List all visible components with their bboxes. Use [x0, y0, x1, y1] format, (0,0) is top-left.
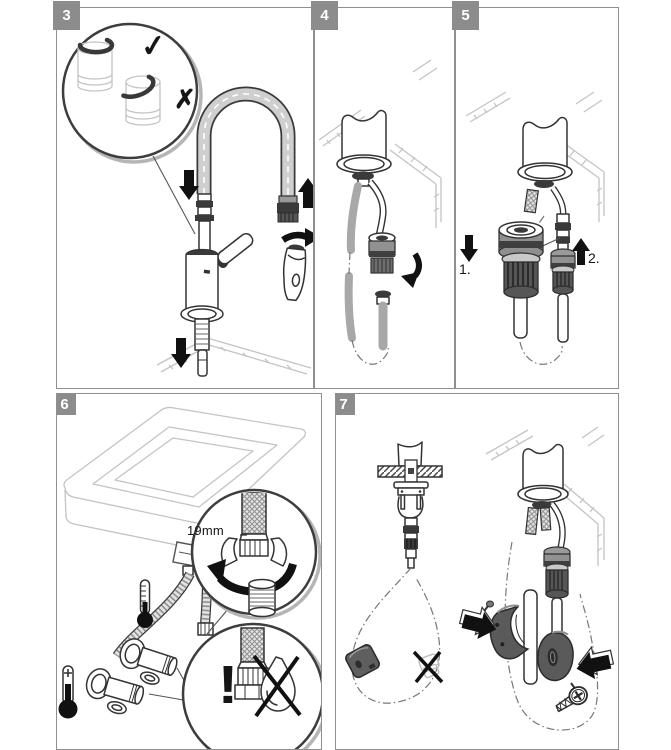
press-arrow-left-icon: [576, 645, 615, 680]
cylinder-wrong: [121, 74, 161, 126]
retaining-ring-correct: [77, 37, 115, 55]
step-number-badge: 4: [311, 1, 338, 30]
down-arrow-icon: [171, 338, 191, 368]
step5-drawing: [460, 91, 605, 365]
cross-out-lines: [252, 654, 302, 718]
wrench-jaw: [220, 537, 238, 567]
step-panel-6: 6 19mm !: [56, 393, 322, 750]
cylinder-correct: [77, 37, 115, 92]
step-panel-5: 5 1. 2.: [452, 1, 619, 389]
faucet-shank: [517, 443, 569, 556]
faucet-with-arc-spout: [180, 86, 299, 377]
step-number-badge: 3: [53, 1, 80, 30]
mounting-screw-large: [555, 686, 588, 713]
retaining-ring-wrong: [121, 74, 156, 99]
down-arrow-icon: [460, 235, 478, 262]
clamp-half-left: [489, 604, 530, 660]
check-mark-icon: ✓: [139, 28, 168, 65]
step6-drawing: [58, 406, 321, 749]
step7-drawing: [345, 426, 615, 731]
threaded-shank: [248, 578, 276, 618]
supply-hose: [346, 182, 362, 254]
dashed-hose-loop: [348, 251, 351, 275]
hose-connector: [368, 232, 396, 351]
step-panel-3: 3 ✓ ✗: [53, 1, 314, 389]
magnifier-inset-circle: [61, 22, 203, 164]
step-number-badge: 6: [57, 394, 76, 415]
step-number-badge: 7: [336, 394, 355, 415]
pull-out-spray-head: [282, 244, 307, 302]
angle-valve: [85, 668, 145, 715]
dashed-hose-loop: [519, 341, 563, 365]
wrench-jaw: [270, 537, 288, 567]
faucet-lever: [217, 232, 254, 265]
hose-weight: [345, 644, 380, 679]
step-panel-4: 4: [311, 1, 455, 389]
sequence-label-2: 2.: [588, 250, 600, 266]
cross-mark-icon: ✗: [174, 84, 196, 114]
down-arrow-icon: [179, 170, 199, 200]
hose-loop-dash-dot: [351, 567, 441, 704]
dashed-hose-loop: [351, 339, 389, 365]
leader-line: [206, 607, 230, 635]
rotate-arrow-icon: [401, 252, 422, 288]
up-arrow-icon: [572, 238, 590, 265]
counter-cross-section: [377, 441, 443, 483]
hose-connector: [543, 546, 571, 641]
step3-drawing: [61, 22, 313, 377]
faucet-shank: [517, 116, 573, 188]
thermometer-cross-icon: [58, 665, 78, 719]
pull-out-hose: [367, 179, 387, 237]
pull-out-hose: [550, 186, 567, 217]
sequence-label-1: 1.: [459, 261, 471, 277]
inset-leader-line: [152, 155, 196, 235]
supply-hose: [344, 272, 356, 342]
wrong-position-cross: [412, 650, 444, 684]
step-number-badge: 5: [452, 1, 479, 30]
faucet-mounting-hardware: [393, 481, 429, 569]
wrench-size-label: 19mm: [187, 523, 224, 538]
sink-underside: [63, 406, 307, 551]
warning-exclamation: !: [217, 655, 239, 715]
hose-strip: [523, 589, 538, 685]
up-arrow-icon: [298, 178, 313, 208]
step4-drawing: [318, 59, 442, 365]
angle-valve: [119, 638, 178, 685]
hose-connector: [550, 248, 576, 343]
magnifier-inset-no-drip: [181, 622, 321, 749]
rotate-arrow-icon: [281, 228, 313, 247]
faucet-shank: [336, 109, 392, 187]
thermometer-scale-icon: [137, 579, 153, 628]
braided-hose-tail: [523, 188, 540, 214]
step-panel-7: 7: [335, 393, 619, 750]
counter-cross-section: [485, 426, 605, 566]
quick-coupling: [498, 221, 544, 299]
clamp-half-right: [537, 630, 574, 682]
press-arrow-right-icon: [458, 605, 497, 640]
hose-end: [555, 213, 571, 252]
